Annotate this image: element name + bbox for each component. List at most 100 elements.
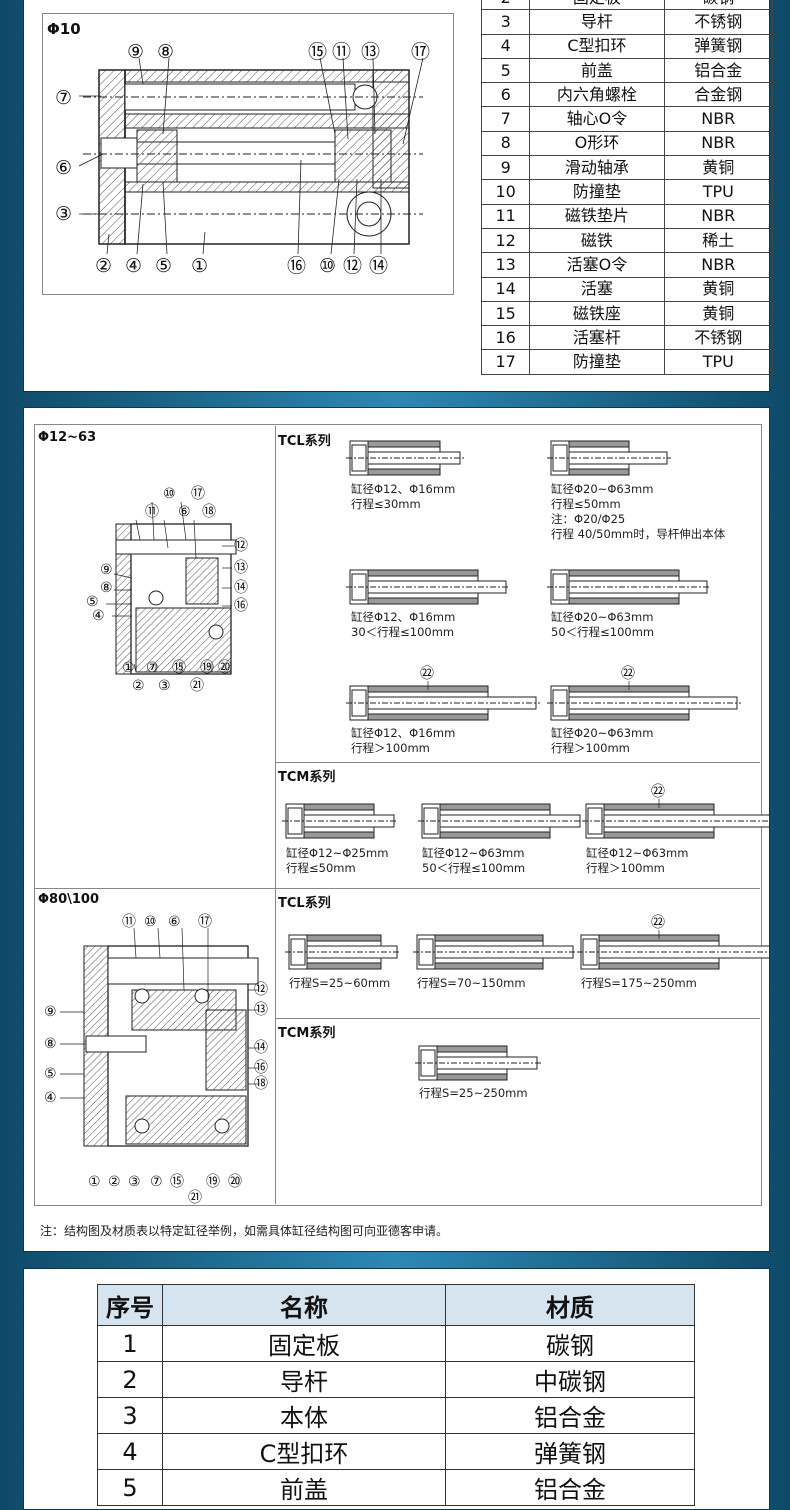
port-b1	[134, 988, 150, 1004]
caption-line: 缸径Φ12~Φ25mm	[286, 846, 389, 860]
divider-tcm-a	[276, 762, 760, 763]
cell-material: 弹簧钢	[663, 33, 774, 59]
divider-vertical	[275, 426, 276, 1204]
plate-a	[115, 523, 132, 675]
callout: ①	[191, 255, 208, 277]
cylinder-hatch-bottom	[303, 831, 375, 839]
callout: ⑨	[127, 41, 144, 63]
port-b3	[134, 1118, 150, 1134]
tcl-b-caption-1: 行程S=25~60mm	[289, 976, 391, 990]
cell-no: 14	[480, 276, 531, 302]
callout-22: ㉒	[651, 784, 665, 800]
callout: ③	[158, 678, 171, 694]
callout: ⑪	[145, 504, 159, 520]
caption-line: 缸径Φ12~Φ63mm	[586, 846, 689, 860]
tcm-b-caption: 行程S=25~250mm	[419, 1086, 528, 1100]
divider-horizontal-a	[35, 888, 760, 889]
cell-name: 本体	[162, 1397, 446, 1434]
cell-no: 4	[480, 33, 531, 59]
cell-name: 滑动轴承	[529, 155, 665, 181]
cell-name: 导杆	[162, 1361, 446, 1398]
cylinder-rod	[598, 945, 769, 959]
tcm-title-a: TCM系列	[278, 770, 336, 785]
caption-line: 行程＞100mm	[551, 741, 630, 755]
callout: ④	[125, 255, 142, 277]
cylinder-hatch-top	[367, 440, 441, 448]
callouts-b: ⑪ ⑩ ⑥ ⑰ ⑫ ⑬ ⑨ ⑭ ⑧ ⑯ ⑤ ⑱ ④ ① ② ③ ⑦ ⑮ ⑲ ⑳ …	[44, 914, 268, 1206]
callout: ⑪	[122, 914, 136, 930]
callout: ⑦	[55, 87, 72, 109]
callout: ⑦	[150, 1174, 163, 1190]
cylinder-hatch-bottom	[568, 713, 690, 721]
cell-material: 不锈钢	[663, 325, 774, 351]
cell-material: NBR	[663, 130, 774, 157]
cylinder-hatch-bottom	[434, 962, 544, 970]
callout: ⑩	[319, 255, 336, 277]
cylinder-hatch-top	[434, 934, 544, 942]
cell-material: 黄铜	[663, 300, 774, 327]
caption-line: 缸径Φ20~Φ63mm	[551, 610, 654, 624]
table-row: 2固定板碳钢	[480, 0, 774, 11]
cylinder-hatch-top	[568, 440, 630, 448]
callout: ⑫	[234, 538, 248, 554]
header-material: 材质	[445, 1284, 695, 1326]
cell-name: 导杆	[529, 9, 665, 35]
callout: ⑭	[369, 255, 388, 277]
cell-name: C型扣环	[162, 1433, 446, 1470]
callout-22: ㉒	[420, 666, 434, 682]
callout: ⑬	[254, 1002, 268, 1018]
cell-material: NBR	[663, 106, 774, 132]
cell-name: 防撞垫	[529, 349, 665, 375]
piston	[334, 129, 392, 183]
tcl-title-b: TCL系列	[278, 896, 331, 911]
cell-material: 不锈钢	[663, 9, 774, 35]
cell-name: 固定板	[529, 0, 665, 11]
caption-line: 缸径Φ12、Φ16mm	[351, 610, 456, 624]
body-hatch-low	[124, 181, 410, 193]
callout: ⑨	[44, 1004, 57, 1020]
callout: ⑳	[218, 660, 232, 676]
cylinder-hatch-bottom	[568, 597, 680, 605]
cell-material: NBR	[663, 252, 774, 278]
cell-material: TPU	[663, 179, 774, 205]
tcl-a-caption-1: 缸径Φ12、Φ16mm 行程≤30mm	[351, 482, 455, 512]
leaders-a	[106, 501, 234, 673]
cell-material: 铝合金	[663, 57, 774, 84]
callout-22: ㉒	[621, 666, 635, 682]
callout: ㉑	[188, 1190, 202, 1206]
cell-no: 16	[480, 325, 531, 351]
tcl-title-a: TCL系列	[278, 434, 331, 449]
callout: ⑩	[163, 486, 176, 502]
cylinder-hatch-top	[306, 934, 382, 942]
cell-name: 防撞垫	[529, 179, 665, 205]
cylinder-rod	[434, 945, 574, 959]
callout: ⑥	[178, 504, 191, 520]
callout: ⑰	[198, 914, 212, 930]
phi10-callout-numbers: ⑨ ⑧ ⑮ ⑪ ⑬ ⑰ ⑦ ⑥ ③ ② ④ ⑤ ① ⑯ ⑩ ⑫ ⑭	[55, 41, 430, 277]
callout: ⑥	[55, 157, 72, 179]
cylinder-hatch-bottom	[603, 831, 715, 839]
cell-no: 12	[480, 227, 531, 254]
lower-a	[135, 607, 232, 673]
callouts-a: ⑩ ⑰ ⑪ ⑥ ⑱ ⑫ ⑬ ⑭ ⑯ ⑨ ⑧ ⑤ ④ ① ⑦ ⑮ ⑲ ⑳ ② ③ …	[86, 486, 248, 694]
tcl-a-caption-3: 缸径Φ12、Φ16mm 30＜行程≤100mm	[351, 610, 455, 640]
cylinder-hatch-top	[568, 569, 680, 577]
cell-name: 前盖	[162, 1469, 446, 1506]
callout: ⑥	[168, 914, 181, 930]
callout: ⑱	[202, 504, 216, 520]
phi10-drawing-frame: Φ10	[42, 13, 454, 295]
callout: ⑨	[100, 562, 113, 578]
phi10-cross-section: ⑨ ⑧ ⑮ ⑪ ⑬ ⑰ ⑦ ⑥ ③ ② ④ ⑤ ① ⑯ ⑩ ⑫ ⑭	[55, 41, 430, 277]
tcl-b-caption-2: 行程S=70~150mm	[417, 976, 526, 990]
header-no: 序号	[97, 1284, 163, 1326]
